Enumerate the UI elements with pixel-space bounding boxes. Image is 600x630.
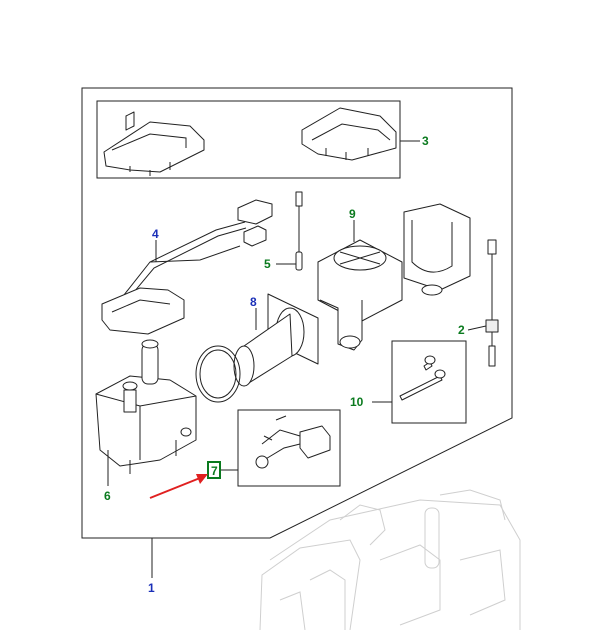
blower-housing	[317, 203, 471, 351]
assembly-frame	[81, 87, 513, 578]
callout-10: 10	[350, 395, 364, 409]
glow-pin	[485, 239, 499, 367]
callout-4: 4	[152, 227, 159, 241]
leader-2	[467, 325, 487, 331]
callout-5: 5	[264, 257, 271, 271]
background-assembly-faded	[259, 489, 521, 630]
cover-inset-box	[96, 100, 401, 179]
wiring-harness	[101, 199, 273, 335]
callout-3: 3	[422, 134, 429, 148]
callout-8: 8	[250, 295, 257, 309]
pointer-arrow	[149, 474, 208, 499]
callout-7-highlight	[207, 461, 221, 479]
callout-2: 2	[458, 323, 465, 337]
heater-body	[95, 339, 197, 474]
callout-1: 1	[148, 581, 155, 595]
sensor-probe	[295, 191, 303, 271]
burner-tube	[195, 293, 319, 403]
connector-inset-box	[237, 409, 341, 487]
callout-7: 7	[211, 464, 218, 478]
bolt-inset-box	[391, 340, 467, 424]
callout-9: 9	[349, 207, 356, 221]
callout-6: 6	[104, 489, 111, 503]
